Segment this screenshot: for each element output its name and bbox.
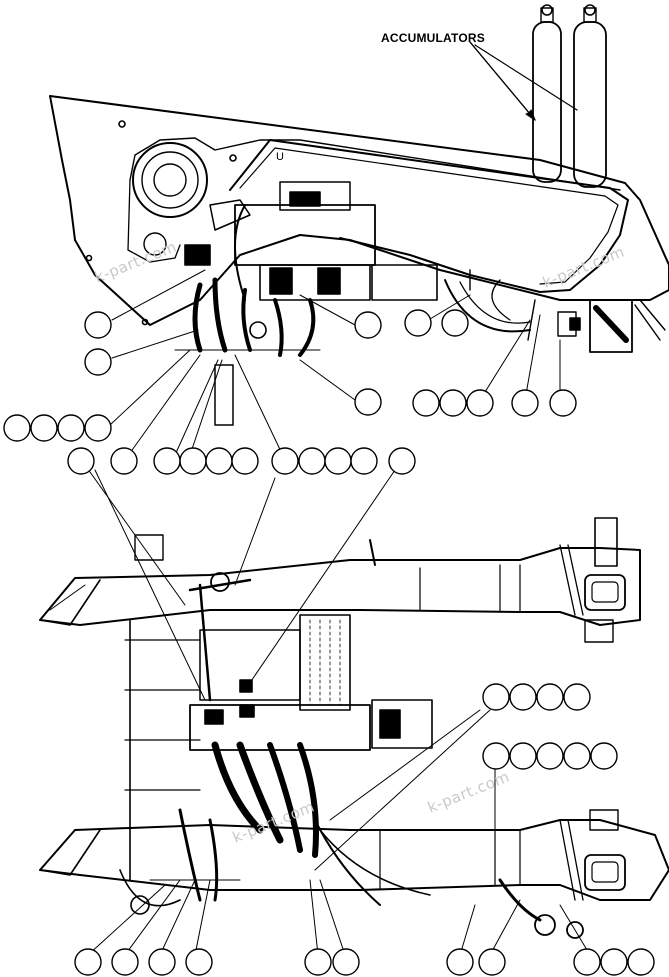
frame-outline <box>49 95 669 326</box>
top-assembly: U <box>49 4 669 461</box>
svg-text:U: U <box>276 151 284 163</box>
upper-beam <box>39 547 641 626</box>
valve-right <box>589 299 633 353</box>
center-block <box>189 704 371 751</box>
bottom-assembly <box>39 464 669 956</box>
boom-arm <box>229 139 629 293</box>
lower-beam <box>39 819 669 901</box>
cooler-core <box>299 614 351 711</box>
callout-leader-2 <box>474 44 578 111</box>
callout-balloons <box>3 309 655 976</box>
accumulator-right <box>573 4 607 188</box>
accumulator-left <box>532 4 562 183</box>
pivot-hub <box>132 142 208 218</box>
accumulators-label: ACCUMULATORS <box>381 31 485 45</box>
